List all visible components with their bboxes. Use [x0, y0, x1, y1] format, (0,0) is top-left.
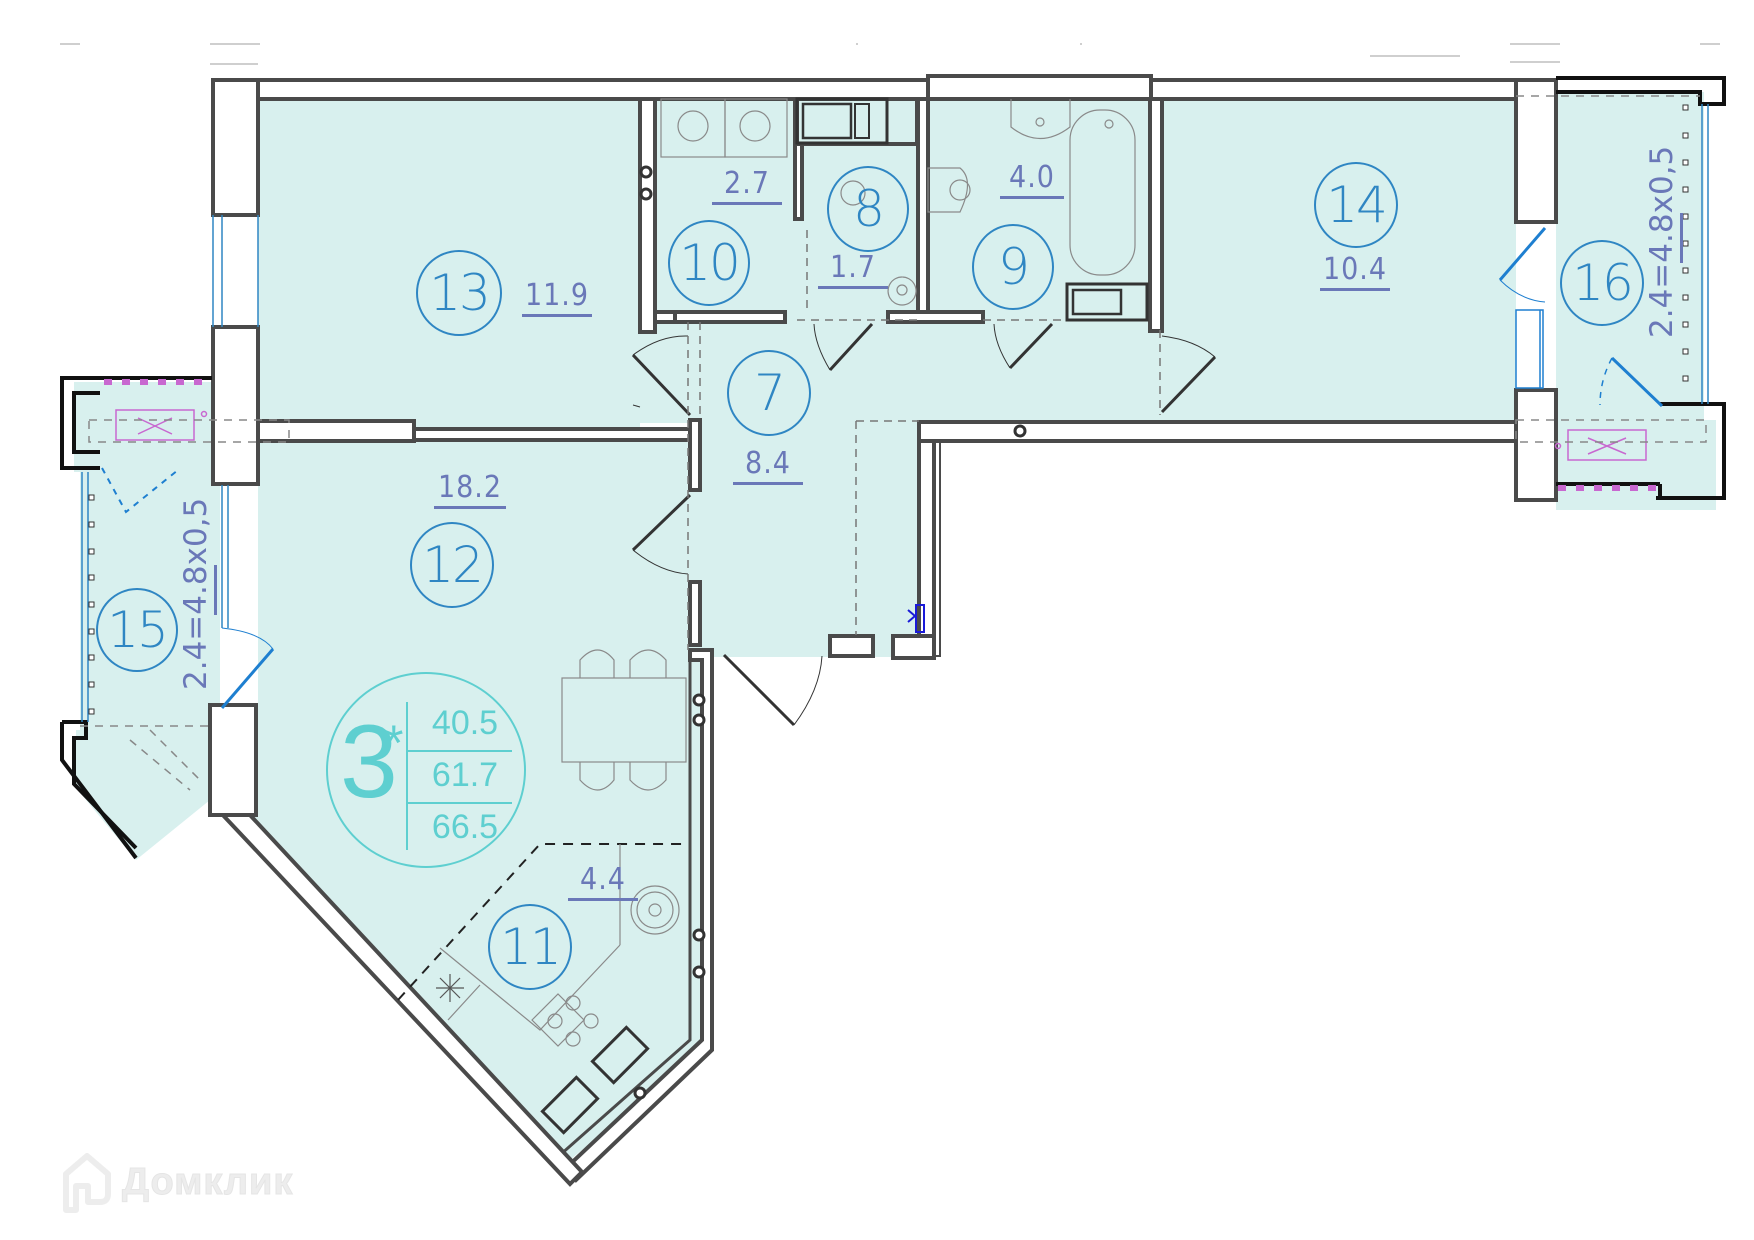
- room-number-14: 14: [1314, 162, 1398, 248]
- dim-underlined: 4.8: [1644, 213, 1683, 263]
- balcony-15-door: [101, 467, 275, 709]
- fixtures: [660, 97, 1149, 322]
- room-area-10: 2.7: [712, 166, 782, 205]
- room-count: 3: [340, 704, 398, 820]
- balcony-16-walls: [1556, 76, 1726, 500]
- living-area-value: 40.5: [431, 704, 499, 742]
- legend-divider-vertical: [406, 702, 408, 850]
- balcony-16-dimensions: 2.4=4.8x0,5: [1644, 145, 1683, 338]
- room-area-7: 8.4: [733, 446, 803, 485]
- floor-fill: [74, 92, 1716, 1160]
- room-number-12: 12: [410, 522, 494, 608]
- balcony-16-dots: [1682, 104, 1689, 382]
- room-number-8: 8: [827, 166, 909, 252]
- dim-prefix: 2.4=: [178, 614, 214, 690]
- room-number-15: 15: [96, 588, 178, 672]
- total-area-with-balconies-value: 66.5: [431, 808, 499, 846]
- room-count-marker: *: [384, 715, 404, 771]
- balcony-15-glazing: [81, 472, 229, 722]
- balcony-16-door: [1498, 227, 1664, 408]
- room-number-13: 13: [416, 250, 502, 336]
- room-area-13: 11.9: [522, 278, 592, 317]
- balcony-15-dimensions: 2.4=4.8x0,5: [178, 497, 217, 690]
- dim-prefix: 2.4=: [1644, 262, 1680, 338]
- room-number-7: 7: [727, 350, 811, 436]
- room-area-8: 1.7: [818, 250, 888, 289]
- dim-suffix: x0,5: [178, 497, 214, 566]
- house-logo-icon: [63, 1153, 111, 1213]
- riser-markers: [633, 165, 1027, 1100]
- dim-suffix: x0,5: [1644, 145, 1680, 214]
- balcony-15-dots: [88, 494, 95, 715]
- dimension-ticks: [60, 43, 1720, 65]
- room-area-11: 4.4: [568, 862, 638, 901]
- total-area-value: 61.7: [431, 756, 499, 794]
- room-number-16: 16: [1560, 240, 1644, 326]
- interior-doors: [631, 322, 1217, 727]
- room-number-11: 11: [488, 904, 572, 990]
- legend-divider-2: [408, 802, 512, 804]
- apartment-summary-badge: 3 * 40.5 61.7 66.5: [326, 672, 526, 868]
- watermark-text: Домклик: [121, 1160, 294, 1203]
- walls: [208, 74, 1558, 1187]
- kitchen-furniture: [439, 844, 680, 1135]
- room-area-14: 10.4: [1320, 252, 1390, 291]
- dim-underlined: 4.8: [178, 565, 217, 615]
- room-number-9: 9: [972, 224, 1054, 310]
- vent-unit-16: [1554, 429, 1647, 461]
- watermark: Домклик: [60, 1150, 293, 1214]
- balcony-16-glazing: [1701, 104, 1709, 404]
- room-area-12: 18.2: [434, 470, 506, 509]
- kitchen-zone: [397, 843, 688, 1001]
- freezer-icon: [436, 974, 464, 1002]
- room-area-9: 4.0: [1000, 160, 1064, 199]
- window-room-13: [212, 215, 259, 327]
- dining-table: [561, 649, 687, 791]
- legend-divider-1: [408, 750, 512, 752]
- room-number-10: 10: [668, 220, 750, 306]
- electric-panel-icon: [907, 604, 925, 633]
